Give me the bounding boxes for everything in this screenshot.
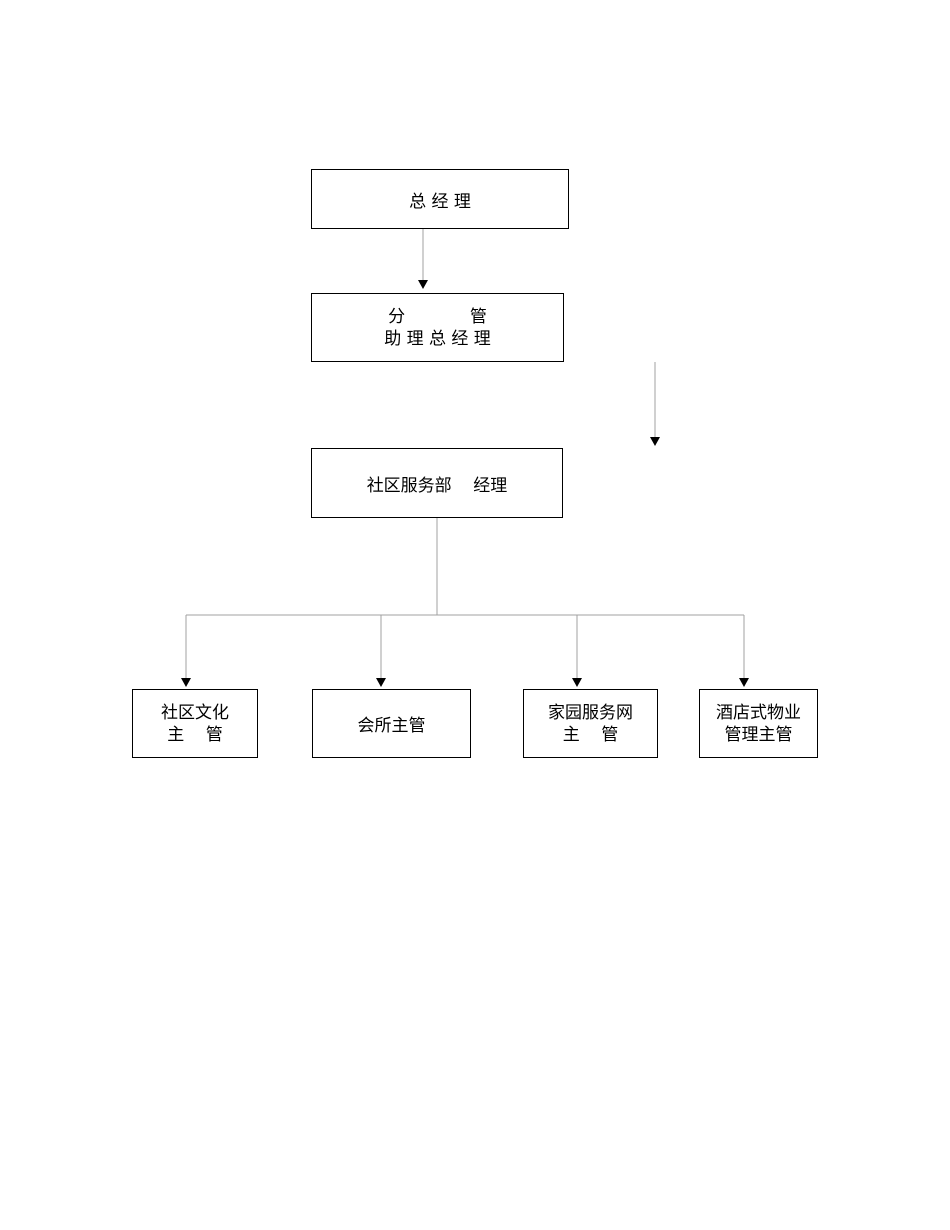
node-supervisor-1-line1: 社区文化 bbox=[161, 702, 229, 723]
node-community-service-manager: 社区服务部 经理 bbox=[311, 448, 563, 518]
arrowhead-drop-4 bbox=[739, 678, 749, 687]
node-supervisor-3-line2: 主 管 bbox=[562, 724, 619, 745]
node-supervisor-4-line2: 管理主管 bbox=[724, 724, 793, 745]
node-general-manager: 总 经 理 bbox=[311, 169, 569, 229]
node-supervisor-3-line1: 家园服务网 bbox=[548, 702, 633, 723]
arrowhead-assistant bbox=[418, 280, 428, 289]
node-community-service-manager-label: 社区服务部 经理 bbox=[366, 475, 508, 496]
arrowhead-detached bbox=[650, 437, 660, 446]
arrowhead-drop-3 bbox=[572, 678, 582, 687]
arrowhead-drop-1 bbox=[181, 678, 191, 687]
node-supervisor-clubhouse: 会所主管 bbox=[312, 689, 471, 758]
node-supervisor-1-line2: 主 管 bbox=[167, 724, 223, 745]
node-supervisor-community-culture: 社区文化 主 管 bbox=[132, 689, 258, 758]
arrowhead-drop-2 bbox=[376, 678, 386, 687]
node-supervisor-4-line1: 酒店式物业 bbox=[716, 702, 801, 723]
node-assistant-gm: 分 管 助 理 总 经 理 bbox=[311, 293, 564, 362]
node-supervisor-2-line1: 会所主管 bbox=[357, 716, 426, 736]
node-assistant-gm-line1: 分 管 bbox=[388, 306, 487, 327]
node-assistant-gm-line2: 助 理 总 经 理 bbox=[384, 328, 491, 349]
node-general-manager-label: 总 经 理 bbox=[409, 191, 471, 212]
node-supervisor-hotel-property: 酒店式物业 管理主管 bbox=[699, 689, 818, 758]
node-supervisor-home-service-network: 家园服务网 主 管 bbox=[523, 689, 658, 758]
